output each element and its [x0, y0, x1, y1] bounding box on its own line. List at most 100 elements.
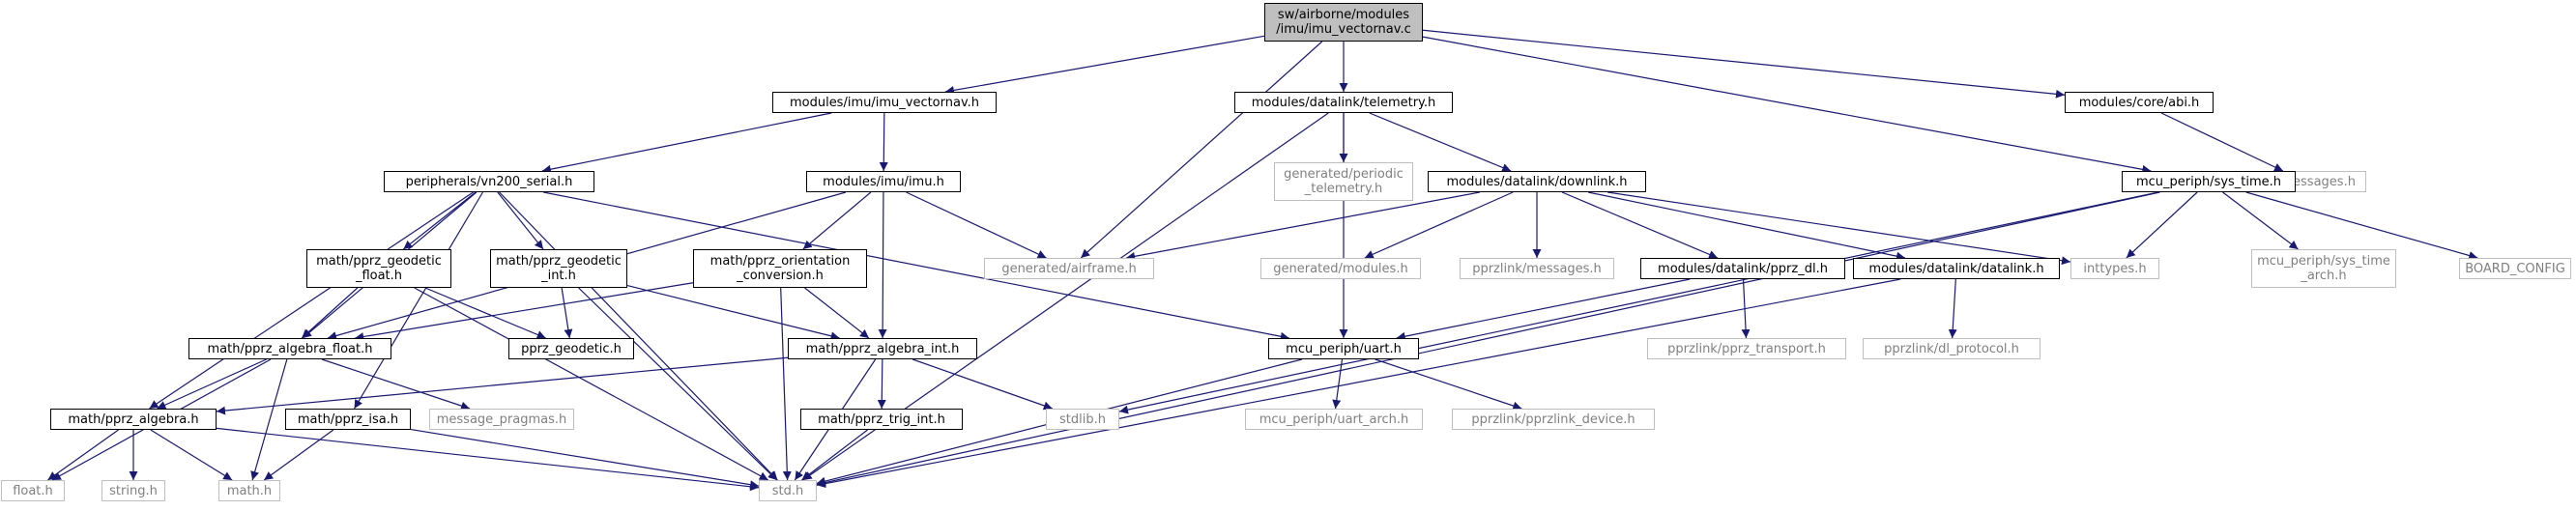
edge-geo_int_h-to-geodetic_h [561, 287, 573, 339]
edge-root-to-systime_h [1422, 36, 2152, 174]
node-math-pprz-geodetic-float-h[interactable]: math/pprz_geodetic _float.h [306, 249, 451, 288]
edge-imu_vn_h-to-vn200_h [541, 112, 832, 174]
node-math-pprz-orientation-conversion-h[interactable]: math/pprz_orientation _conversion.h [693, 249, 867, 288]
node-modules-datalink-downlink-h[interactable]: modules/datalink/downlink.h [1428, 171, 1646, 192]
node-peripherals-vn200-serial-h[interactable]: peripherals/vn200_serial.h [384, 171, 594, 192]
node-modules-imu-imu-vectornav-h[interactable]: modules/imu/imu_vectornav.h [772, 92, 997, 113]
edge-algebra_h-to-math_h [150, 429, 233, 481]
node-label: std.h [771, 483, 804, 498]
node-label: mcu_periph/uart.h [1286, 341, 1402, 356]
node-stdlib-h: stdlib.h [1046, 409, 1119, 430]
node-label: sw/airborne/modules /imu/imu_vectornav.c [1276, 8, 1411, 37]
edge-isa_h-to-math_h [263, 429, 334, 481]
edge-alg_float_h-to-algebra_h [157, 358, 267, 410]
edge-datalink_h-to-std_h [816, 278, 1901, 489]
node-pprzlink-pprz-transport-h: pprzlink/pprz_transport.h [1647, 338, 1846, 359]
edge-systime_h-to-stdlib_h [1118, 191, 2159, 414]
node-label: peripherals/vn200_serial.h [405, 174, 573, 189]
node-inttypes-h: inttypes.h [2070, 258, 2159, 279]
node-label: generated/airframe.h [1001, 261, 1137, 276]
node-mcu-periph-sys-time-arch-h: mcu_periph/sys_time _arch.h [2251, 249, 2396, 288]
node-label: message_pragmas.h [436, 412, 567, 427]
edge-imu_h-to-orient_h [802, 191, 872, 250]
node-modules-core-abi-h[interactable]: modules/core/abi.h [2065, 92, 2214, 113]
node-label: stdlib.h [1059, 412, 1106, 427]
node-label: math/pprz_trig_int.h [818, 412, 945, 427]
edge-algebra_h-to-float_h [47, 429, 119, 481]
edge-root-to-imu_vn_h [944, 35, 1265, 95]
edge-downlink_h-to-modules_gen_h [1364, 191, 1514, 259]
node-modules-datalink-pprz-dl-h[interactable]: modules/datalink/pprz_dl.h [1640, 258, 1845, 279]
node-sw-airborne-modules-imu-imu-vectornav-c[interactable]: sw/airborne/modules /imu/imu_vectornav.c [1264, 3, 1423, 42]
node-board-config: BOARD_CONFIG [2459, 258, 2571, 279]
edge-geo_int_h-to-std_h [578, 287, 778, 481]
node-label: mcu_periph/sys_time.h [2135, 174, 2282, 189]
node-modules-imu-imu-h[interactable]: modules/imu/imu.h [806, 171, 961, 192]
edge-alg_int_h-to-stdlib_h [912, 358, 1054, 411]
edge-imu_vn_h-to-imu_h [879, 112, 888, 172]
node-label: pprzlink/dl_protocol.h [1884, 341, 2019, 356]
edge-orient_h-to-std_h [780, 287, 792, 481]
edge-vn200_h-to-geo_float_h [402, 191, 477, 250]
edge-alg_float_h-to-msg_pragmas_h [321, 358, 471, 411]
edge-abi_h-to-abi_msgs_h [2160, 112, 2284, 172]
edge-vn200_h-to-std_h [499, 191, 778, 481]
node-generated-periodic-telemetry-h: generated/periodic _telemetry.h [1274, 162, 1413, 201]
node-generated-modules-h: generated/modules.h [1260, 258, 1421, 279]
node-math-pprz-isa-h[interactable]: math/pprz_isa.h [285, 409, 411, 430]
edge-pprz_dl_h-to-uart_h [1396, 278, 1691, 341]
node-modules-datalink-telemetry-h[interactable]: modules/datalink/telemetry.h [1234, 92, 1453, 113]
node-mcu-periph-uart-h[interactable]: mcu_periph/uart.h [1268, 338, 1419, 359]
node-generated-airframe-h: generated/airframe.h [984, 258, 1154, 279]
edge-geo_int_h-to-alg_int_h [626, 285, 840, 341]
node-pprzlink-dl-protocol-h: pprzlink/dl_protocol.h [1863, 338, 2041, 359]
edge-orient_h-to-alg_int_h [804, 287, 870, 339]
edge-downlink_h-to-datalink_h [1587, 191, 1906, 261]
node-std-h: std.h [759, 480, 817, 501]
edge-geo_float_h-to-alg_float_h [301, 287, 359, 339]
edge-uart_h-to-uart_arch_h [1332, 358, 1344, 410]
node-math-pprz-algebra-int-h[interactable]: math/pprz_algebra_int.h [788, 338, 977, 359]
node-mcu-periph-uart-arch-h: mcu_periph/uart_arch.h [1245, 409, 1423, 430]
node-math-pprz-algebra-float-h[interactable]: math/pprz_algebra_float.h [188, 338, 391, 359]
node-mcu-periph-sys-time-h[interactable]: mcu_periph/sys_time.h [2122, 171, 2296, 192]
edge-systime_h-to-systime_arch_h [2222, 191, 2299, 250]
node-label: modules/datalink/datalink.h [1868, 261, 2044, 276]
edge-vn200_h-to-algebra_h [149, 191, 474, 410]
node-pprz-geodetic-h[interactable]: pprz_geodetic.h [508, 338, 634, 359]
edge-root-to-airframe_h [1080, 41, 1323, 259]
node-label: math.h [226, 483, 273, 498]
edge-systime_h-to-inttypes_h [2126, 191, 2198, 259]
node-pprzlink-messages-h: pprzlink/messages.h [1460, 258, 1614, 279]
node-label: modules/imu/imu.h [823, 174, 944, 189]
node-math-pprz-algebra-h[interactable]: math/pprz_algebra.h [50, 409, 217, 430]
node-label: math/pprz_algebra_int.h [805, 341, 960, 356]
node-modules-datalink-datalink-h[interactable]: modules/datalink/datalink.h [1853, 258, 2060, 279]
edge-geo_float_h-to-std_h [414, 287, 769, 481]
node-string-h: string.h [101, 480, 165, 501]
edge-vn200_h-to-uart_h [543, 191, 1289, 341]
edge-downlink_h-to-inttypes_h [1606, 191, 2071, 266]
node-math-h: math.h [218, 480, 280, 501]
edge-root-to-abi_h [1422, 29, 2066, 99]
node-label: math/pprz_algebra.h [68, 412, 199, 427]
edge-imu_h-to-airframe_h [906, 191, 1047, 259]
node-label: pprz_geodetic.h [521, 341, 622, 356]
node-math-pprz-geodetic-int-h[interactable]: math/pprz_geodetic _int.h [490, 249, 627, 288]
node-label: math/pprz_isa.h [297, 412, 399, 427]
edge-systime_h-to-board_config [2245, 191, 2478, 260]
node-label: pprzlink/pprz_transport.h [1667, 341, 1826, 356]
node-label: modules/core/abi.h [2078, 95, 2200, 110]
node-float-h: float.h [1, 480, 65, 501]
edge-uart_h-to-pprzlink_dev_h [1375, 358, 1522, 411]
edge-telemetry_h-to-downlink_h [1369, 112, 1512, 172]
node-label: pprzlink/messages.h [1472, 261, 1602, 276]
edge-alg_int_h-to-algebra_h [216, 356, 789, 415]
node-label: math/pprz_orientation _conversion.h [709, 254, 851, 283]
node-label: generated/periodic _telemetry.h [1284, 167, 1404, 196]
node-math-pprz-trig-int-h[interactable]: math/pprz_trig_int.h [800, 409, 963, 430]
edge-trig_int_h-to-std_h [801, 429, 868, 481]
node-label: modules/datalink/downlink.h [1446, 174, 1628, 189]
